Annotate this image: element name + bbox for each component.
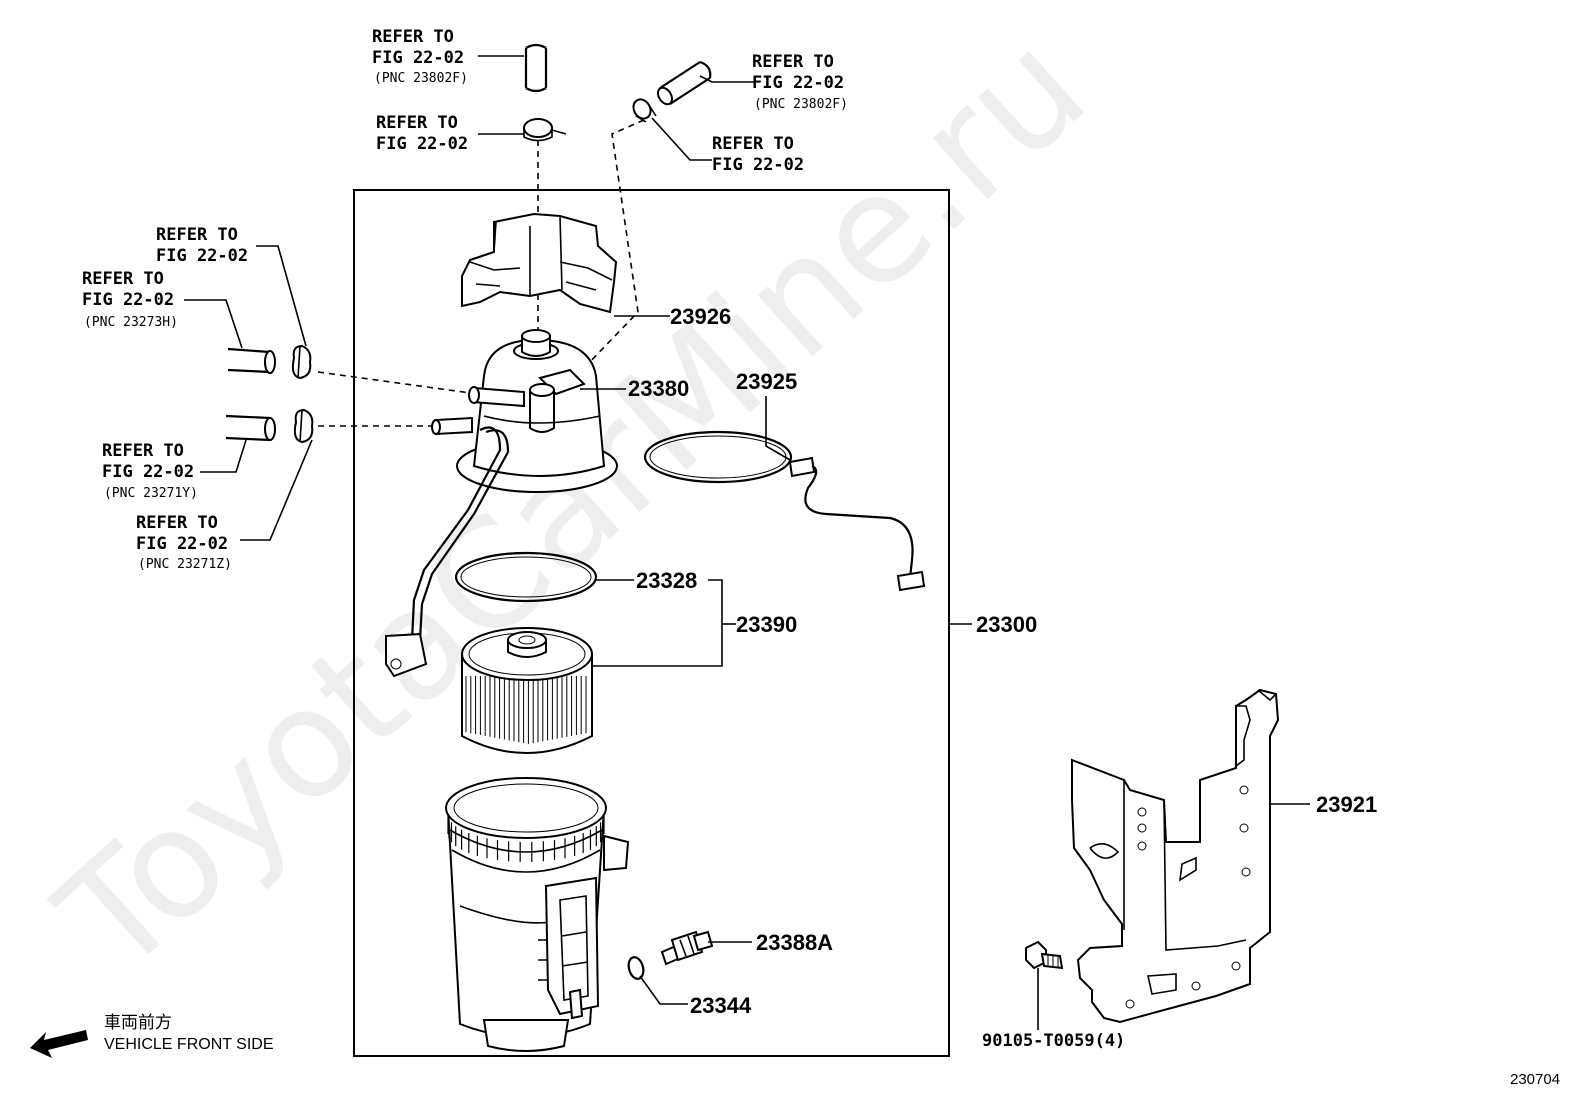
- clip-top-center: [523, 118, 567, 142]
- hose-left-upper: [227, 347, 276, 374]
- part-23390-element: [461, 627, 593, 754]
- svg-text:FIG 22-02: FIG 22-02: [136, 534, 228, 554]
- ref-label-hose-left-upper: REFER TO FIG 22-02 (PNC 23273H): [82, 269, 178, 330]
- align-line-left-upper: [317, 371, 479, 395]
- part-23921-bracket: [1071, 688, 1280, 1024]
- part-23388A-drain-plug: [660, 930, 714, 966]
- svg-text:(PNC 23802F): (PNC 23802F): [374, 71, 468, 86]
- label-90105: 90105-T0059(4): [982, 1031, 1125, 1051]
- part-23328-oring: [454, 551, 598, 603]
- ref-label-top-right: REFER TO FIG 22-02 (PNC 23802F): [752, 52, 848, 112]
- filter-bowl: [445, 777, 630, 1052]
- svg-text:REFER TO: REFER TO: [102, 441, 184, 461]
- svg-text:FIG 22-02: FIG 22-02: [752, 73, 844, 93]
- hose-top-center: [524, 43, 548, 93]
- part-23344-small-oring: [627, 956, 645, 980]
- ref-label-hose-left-lower: REFER TO FIG 22-02 (PNC 23271Y): [102, 441, 198, 501]
- clip-left-upper: [291, 344, 312, 380]
- part-23925-oring-sensor: [643, 430, 926, 592]
- direction-english: VEHICLE FRONT SIDE: [104, 1036, 274, 1053]
- svg-text:REFER TO: REFER TO: [82, 269, 164, 289]
- bowl-knurl: [447, 814, 605, 862]
- svg-text:REFER TO: REFER TO: [376, 113, 458, 133]
- label-23388A: 23388A: [756, 930, 833, 955]
- vehicle-front-indicator: 車両前方 VEHICLE FRONT SIDE: [30, 1013, 274, 1058]
- hose-left-lower: [225, 414, 276, 442]
- ref-label-clip-center: REFER TO FIG 22-02: [376, 113, 468, 154]
- clip-left-lower: [293, 408, 314, 444]
- svg-text:REFER TO: REFER TO: [752, 52, 834, 72]
- align-line-right: [583, 119, 645, 369]
- svg-text:FIG 22-02: FIG 22-02: [712, 155, 804, 175]
- svg-text:(PNC 23271Z): (PNC 23271Z): [138, 557, 232, 572]
- ref-label-top-center: REFER TO FIG 22-02 (PNC 23802F): [372, 27, 468, 86]
- svg-text:FIG 22-02: FIG 22-02: [82, 290, 174, 310]
- direction-arrow-icon: [30, 1030, 88, 1058]
- svg-text:REFER TO: REFER TO: [712, 134, 794, 154]
- hose-top-right: [656, 60, 712, 106]
- label-23300: 23300: [976, 612, 1037, 637]
- svg-text:FIG 22-02: FIG 22-02: [376, 134, 468, 154]
- svg-text:(PNC 23271Y): (PNC 23271Y): [104, 486, 198, 501]
- element-pleats: [465, 676, 587, 744]
- svg-text:FIG 22-02: FIG 22-02: [102, 462, 194, 482]
- label-23390: 23390: [736, 612, 797, 637]
- label-23344: 23344: [690, 993, 752, 1018]
- label-23380: 23380: [628, 376, 689, 401]
- svg-text:(PNC 23802F): (PNC 23802F): [754, 97, 848, 112]
- ref-label-clip-left-upper: REFER TO FIG 22-02: [156, 225, 248, 266]
- leader-lines: [184, 55, 1310, 1030]
- svg-text:REFER TO: REFER TO: [372, 27, 454, 47]
- clip-top-right: [632, 98, 657, 123]
- svg-text:FIG 22-02: FIG 22-02: [156, 246, 248, 266]
- direction-japanese: 車両前方: [104, 1013, 172, 1032]
- part-23380-filter-head: [431, 329, 618, 493]
- label-23921: 23921: [1316, 792, 1377, 817]
- label-23926: 23926: [670, 304, 731, 329]
- label-23925: 23925: [736, 369, 797, 394]
- label-23328: 23328: [636, 568, 697, 593]
- part-23926-cover: [461, 212, 618, 314]
- svg-text:FIG 22-02: FIG 22-02: [372, 48, 464, 68]
- ref-label-clip-left-lower: REFER TO FIG 22-02 (PNC 23271Z): [136, 513, 232, 572]
- svg-text:(PNC 23273H): (PNC 23273H): [84, 315, 178, 330]
- svg-text:REFER TO: REFER TO: [136, 513, 218, 533]
- part-90105-bolt: [1025, 940, 1064, 970]
- ref-label-clip-right: REFER TO FIG 22-02: [712, 134, 804, 175]
- assembly-frame: [353, 189, 950, 1057]
- figure-number: 230704: [1510, 1071, 1560, 1088]
- sensor-wire-left: [385, 426, 510, 678]
- svg-text:REFER TO: REFER TO: [156, 225, 238, 245]
